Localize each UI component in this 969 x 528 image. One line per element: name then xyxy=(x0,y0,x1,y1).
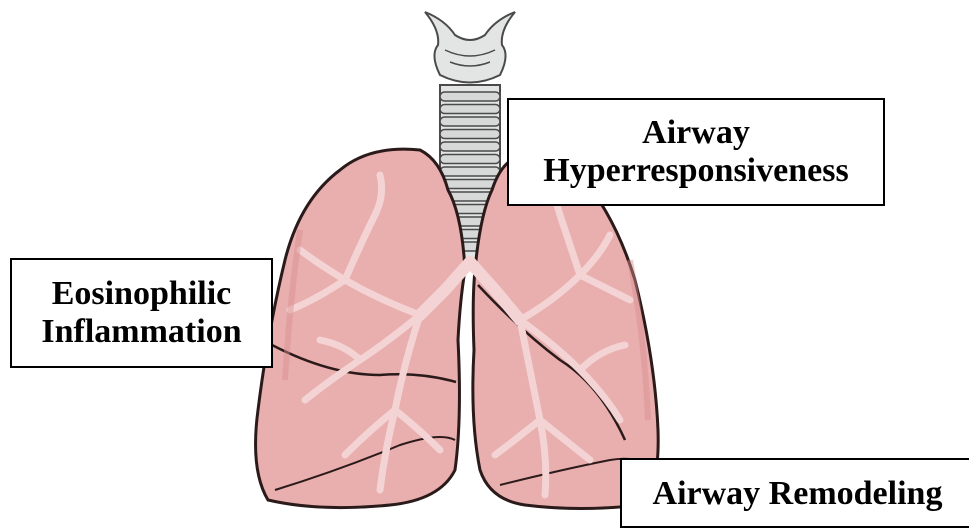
airway-hyperresponsiveness-line1: Airway xyxy=(642,114,750,152)
eosinophilic-inflammation-label: Eosinophilic Inflammation xyxy=(10,258,273,368)
eosinophilic-inflammation-line1: Eosinophilic xyxy=(52,275,232,313)
larynx xyxy=(425,12,515,83)
trachea-ring xyxy=(440,117,500,126)
airway-hyperresponsiveness-line2: Hyperresponsiveness xyxy=(543,152,848,190)
airway-remodeling-label: Airway Remodeling xyxy=(620,458,969,528)
right-lung xyxy=(473,156,658,508)
trachea-ring xyxy=(440,105,500,114)
trachea-ring xyxy=(440,155,500,164)
trachea-ring xyxy=(440,92,500,101)
eosinophilic-inflammation-line2: Inflammation xyxy=(41,313,241,351)
airway-hyperresponsiveness-label: Airway Hyperresponsiveness xyxy=(507,98,885,206)
trachea-ring xyxy=(440,142,500,151)
trachea-ring xyxy=(440,130,500,139)
airway-remodeling-line1: Airway Remodeling xyxy=(653,475,943,513)
trachea-ring xyxy=(440,167,500,176)
trachea-ring xyxy=(440,180,500,189)
right-lung-shape xyxy=(473,156,658,508)
